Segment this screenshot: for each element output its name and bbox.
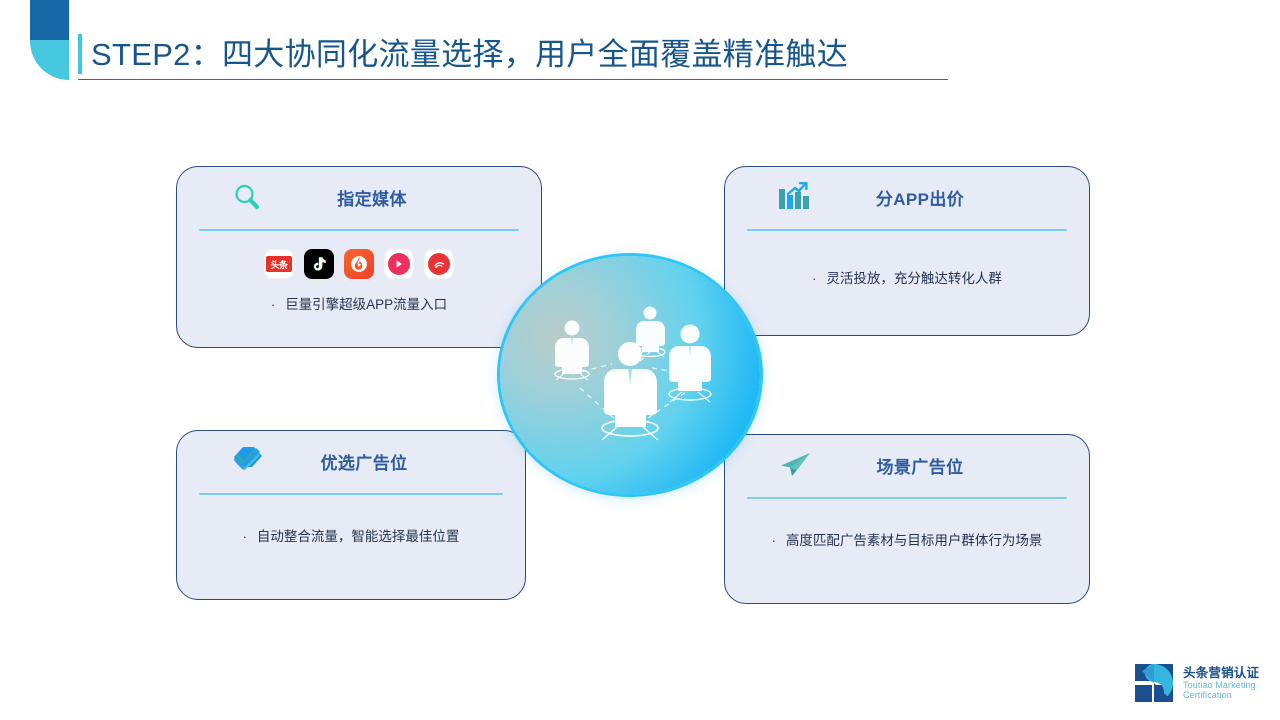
person-figure-left (554, 320, 590, 381)
person-figure-right (668, 324, 712, 403)
footer-logo: 头条营销认证 Toutiao Marketing Certification (1133, 660, 1269, 706)
pipixia-app-icon[interactable] (424, 249, 454, 279)
double-check-badge-icon (225, 441, 269, 481)
card-bullet-specified-media: · 巨量引擎超级APP流量入口 (195, 293, 523, 313)
card-bullet-text: 巨量引擎超级APP流量入口 (285, 297, 448, 312)
card-bullet-text: 灵活投放，充分触达转化人群 (826, 271, 1002, 286)
card-app-bidding[interactable]: 分APP出价 · 灵活投放，充分触达转化人群 (724, 166, 1090, 336)
toutiao-app-icon[interactable]: 头条 (264, 249, 294, 279)
person-figure-center (601, 342, 659, 441)
bullet-marker: · (242, 529, 247, 544)
card-body: · 灵活投放，充分触达转化人群 (725, 231, 1089, 287)
bullet-marker: · (812, 271, 817, 286)
bullet-marker: · (771, 533, 776, 548)
card-title-app-bidding: 分APP出价 (875, 189, 965, 209)
bar-chart-up-icon (773, 177, 817, 217)
card-title-specified-media: 指定媒体 (337, 189, 407, 209)
xigua-app-icon-inner (388, 253, 410, 275)
logo-text-block: 头条营销认证 Toutiao Marketing Certification (1183, 666, 1259, 700)
logo-title-en-line1: Toutiao Marketing (1183, 679, 1256, 690)
network-people-illustration (554, 306, 712, 441)
page-title-bar: STEP2：四大协同化流量选择，用户全面覆盖精准触达 (78, 30, 948, 78)
card-divider (747, 229, 1067, 231)
toutiao-certification-logo-icon (1133, 662, 1175, 704)
app-icon-row: 头条 (195, 249, 523, 279)
paper-plane-icon (773, 445, 817, 485)
card-bullet-app-bidding: · 灵活投放，充分触达转化人群 (743, 267, 1071, 287)
card-body: · 高度匹配广告素材与目标用户群体行为场景 (725, 499, 1089, 549)
card-divider (199, 229, 519, 231)
douyin-app-icon[interactable] (304, 249, 334, 279)
xigua-app-icon[interactable] (384, 249, 414, 279)
card-body: · 自动整合流量，智能选择最佳位置 (177, 495, 525, 545)
search-icon (225, 177, 269, 217)
card-bullet-text: 自动整合流量，智能选择最佳位置 (256, 529, 460, 544)
person-figure-top (634, 306, 666, 358)
card-header: 指定媒体 (177, 167, 541, 219)
card-header: 优选广告位 (177, 431, 525, 483)
card-title-scenario-ad-slot: 场景广告位 (876, 457, 964, 477)
bullet-marker: · (270, 297, 276, 312)
pipixia-app-icon-inner (428, 253, 450, 275)
toutiao-app-icon-label: 头条 (266, 256, 292, 272)
header-deco-bottom-quarter-circle (30, 40, 69, 80)
network-people-circle (500, 256, 760, 494)
card-divider (747, 497, 1067, 499)
card-bullet-text: 高度匹配广告素材与目标用户群体行为场景 (785, 533, 1043, 548)
card-preferred-ad-slot[interactable]: 优选广告位 · 自动整合流量，智能选择最佳位置 (176, 430, 526, 600)
page-title: STEP2：四大协同化流量选择，用户全面覆盖精准触达 (91, 36, 849, 72)
card-body: 头条 (177, 231, 541, 313)
header-deco-top-block (30, 0, 69, 40)
card-bullet-preferred-ad-slot: · 自动整合流量，智能选择最佳位置 (195, 525, 507, 545)
title-underline (78, 79, 948, 80)
card-title-preferred-ad-slot: 优选广告位 (320, 453, 408, 473)
logo-title-en-line2: Certification (1183, 690, 1232, 700)
huoshan-app-icon[interactable] (344, 249, 374, 279)
card-specified-media[interactable]: 指定媒体 头条 (176, 166, 542, 348)
card-divider (199, 493, 503, 495)
card-bullet-scenario-ad-slot: · 高度匹配广告素材与目标用户群体行为场景 (743, 529, 1071, 549)
card-header: 分APP出价 (725, 167, 1089, 219)
logo-title-cn: 头条营销认证 (1183, 665, 1260, 680)
card-scenario-ad-slot[interactable]: 场景广告位 · 高度匹配广告素材与目标用户群体行为场景 (724, 434, 1090, 604)
title-accent-bar (78, 34, 82, 74)
header-decoration (30, 0, 69, 80)
card-header: 场景广告位 (725, 435, 1089, 487)
